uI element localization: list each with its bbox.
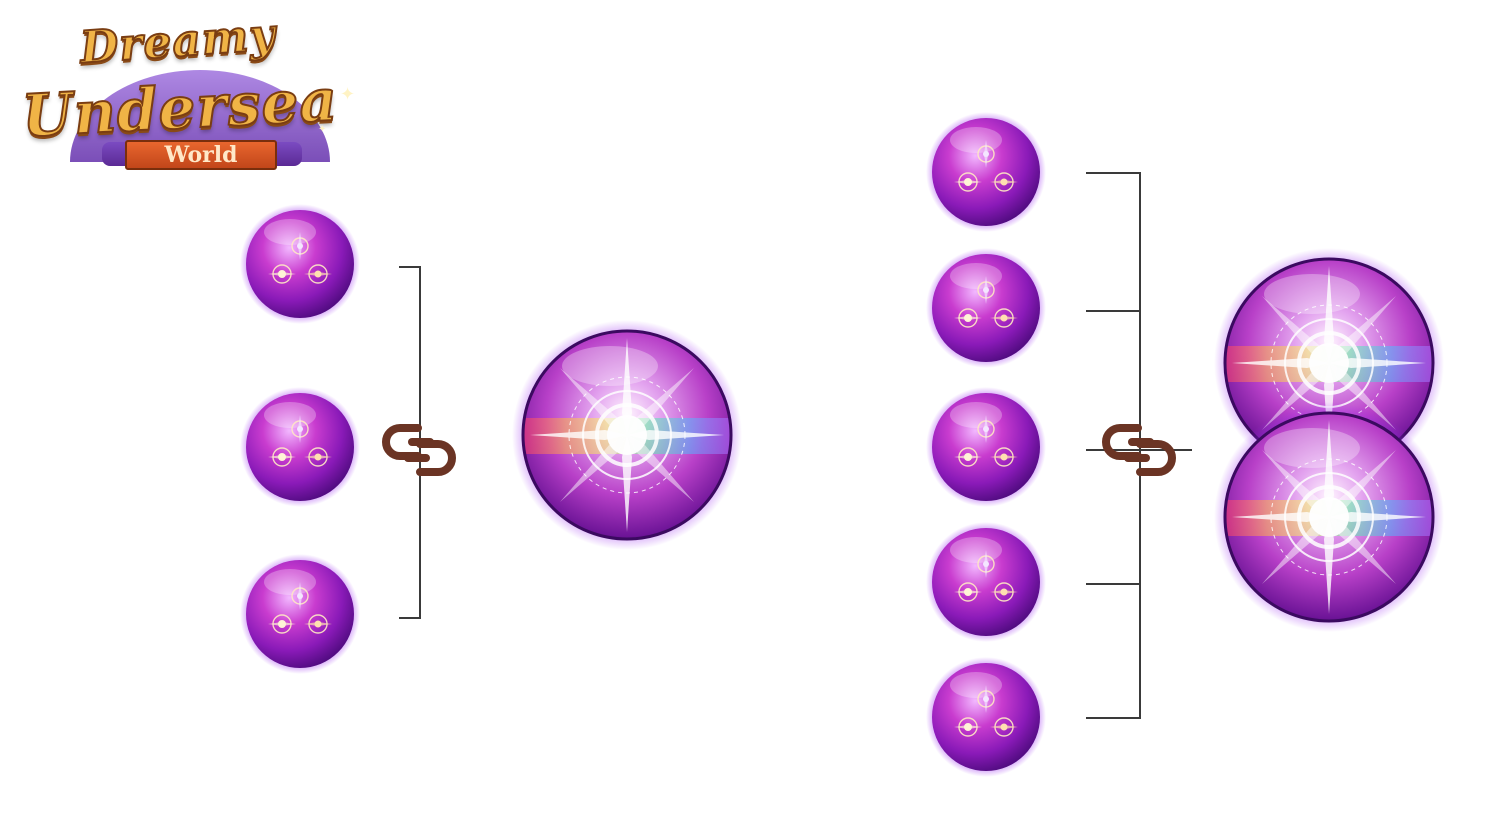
rainbow-compass-orb-icon <box>510 318 744 556</box>
purple-orb-icon <box>238 202 362 330</box>
sparkle-icon: ✦ <box>340 84 356 105</box>
purple-orb-icon <box>924 385 1048 513</box>
purple-orb-icon <box>924 110 1048 238</box>
sparkle-icon: ✦ <box>318 124 327 135</box>
purple-orb-icon <box>924 520 1048 648</box>
rainbow-compass-orb-icon <box>1212 400 1446 638</box>
purple-orb-icon <box>238 552 362 680</box>
purple-orb-icon <box>924 246 1048 374</box>
chain-link-icon <box>1098 420 1180 484</box>
game-logo: Dreamy Undersea World ✦ ✦ <box>18 8 358 172</box>
logo-sign: World <box>125 140 277 170</box>
logo-title-line1: Dreamy <box>77 8 278 75</box>
purple-orb-icon <box>238 385 362 513</box>
purple-orb-icon <box>924 655 1048 783</box>
chain-link-icon <box>378 420 460 484</box>
